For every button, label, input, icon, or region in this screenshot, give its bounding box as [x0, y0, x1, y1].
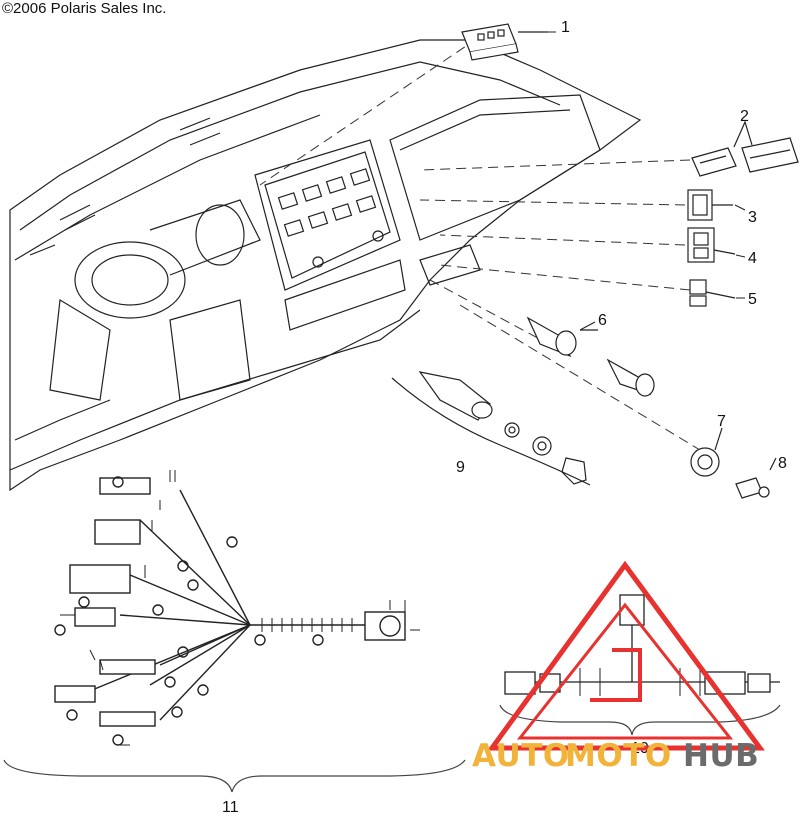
automotohub-watermark: AUTO MOTO HUB — [472, 560, 765, 774]
part-10-subharness — [504, 594, 780, 696]
copyright-notice: ©2006 Polaris Sales Inc. — [2, 0, 167, 17]
callout-ticks — [548, 31, 746, 331]
leader-lines — [259, 37, 701, 451]
part-8-plug — [735, 457, 777, 499]
watermark-triangle-icon — [487, 560, 765, 751]
callout-3: 3 — [748, 209, 757, 226]
part-2-lamp — [691, 120, 799, 177]
callout-1: 1 — [561, 19, 570, 36]
callout-4: 4 — [748, 250, 757, 267]
callout-6: 6 — [598, 312, 607, 329]
part-7-ring — [690, 427, 723, 477]
callout-2: 2 — [740, 108, 749, 125]
part-4-switch — [687, 227, 736, 263]
part-6-socket — [526, 316, 655, 397]
callout-5: 5 — [748, 291, 757, 308]
watermark-auto: AUTO — [472, 738, 570, 774]
part-11-harness — [54, 470, 420, 746]
watermark-hub: HUB — [683, 738, 759, 774]
part-1-connector — [461, 23, 548, 61]
callout-11: 11 — [222, 799, 239, 816]
part-9-ignition — [391, 371, 591, 486]
callout-7: 7 — [717, 413, 726, 430]
dashboard-assembly — [9, 39, 642, 492]
callout-8: 8 — [778, 455, 787, 472]
callout-9: 9 — [456, 459, 465, 476]
part-3-bezel — [687, 189, 733, 221]
watermark-moto: MOTO — [565, 738, 672, 774]
part-5-switch — [689, 279, 736, 307]
grouping-braces — [3, 704, 781, 793]
